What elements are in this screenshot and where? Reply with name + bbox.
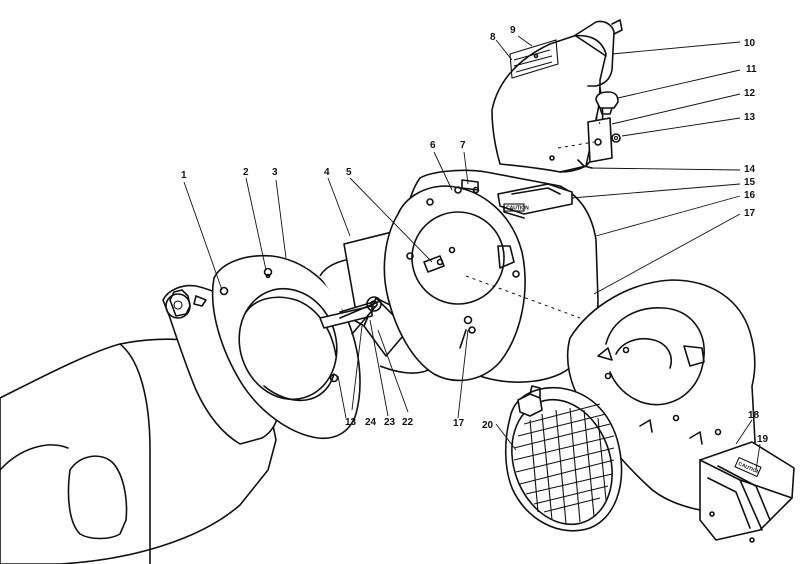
callout-14: 14 [744,164,756,175]
blower-housing: CAUTION [383,169,599,383]
grille-slots [513,403,615,525]
callout-4: 4 [324,167,330,178]
callout-19: 19 [757,434,769,445]
callout-18: 18 [748,410,760,421]
callout-24: 24 [365,417,377,428]
callout-3: 3 [272,167,278,178]
discharge-chute: CAUTION [699,441,795,543]
housing-caution-decal: CAUTION [506,206,529,212]
callout-17-right: 17 [744,208,756,219]
callout-20: 20 [482,420,494,431]
callout-numbers: 1 2 3 4 5 6 7 8 9 10 11 12 13 13 14 15 1… [181,25,769,445]
callout-5: 5 [346,167,352,178]
callout-12: 12 [744,88,756,99]
callout-8: 8 [490,32,496,43]
callout-1: 1 [181,170,187,181]
back-plate [211,254,361,440]
callout-16: 16 [744,190,756,201]
callout-17-lower: 17 [453,418,465,429]
grille-cover [504,385,623,532]
deflector-hood [491,19,623,173]
callout-10: 10 [744,38,756,49]
dashed-guide-line [557,141,595,149]
leader-lines [183,35,761,471]
callout-7: 7 [460,140,466,151]
callout-11: 11 [746,64,757,75]
callout-2: 2 [243,167,249,178]
callout-9: 9 [510,25,516,36]
callout-22: 22 [402,417,414,428]
callout-6: 6 [430,140,436,151]
callout-23: 23 [384,417,396,428]
dashed-guide-line [595,115,601,125]
callout-13-right: 13 [744,112,756,123]
callout-13-left: 13 [345,417,357,428]
callout-15: 15 [744,177,756,188]
